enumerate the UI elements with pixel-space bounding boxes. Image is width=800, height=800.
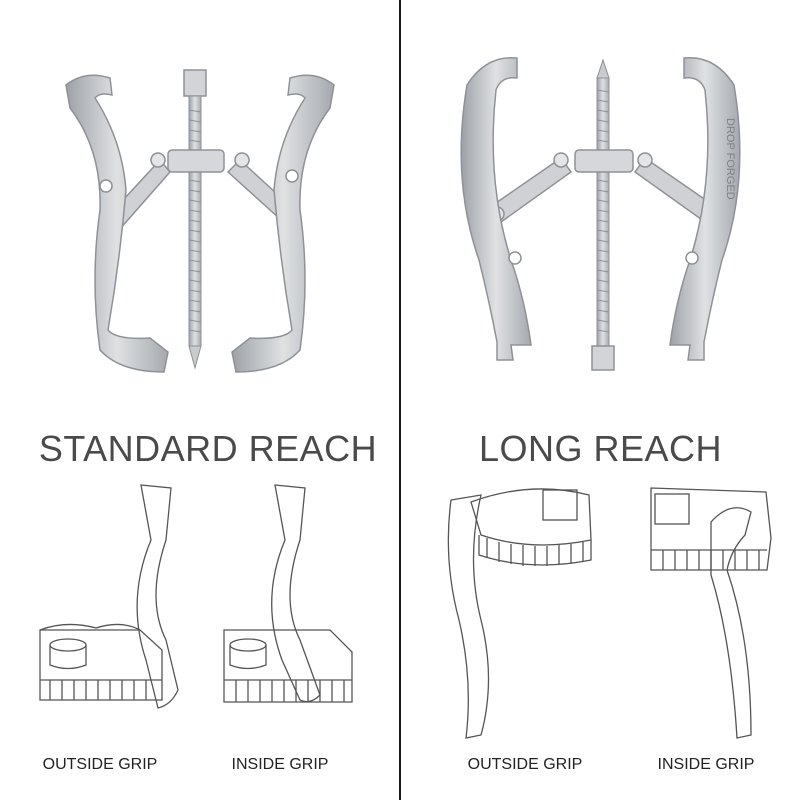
inside-grip-caption-left: INSIDE GRIP [231, 756, 329, 773]
long-reach-heading: LONG REACH [478, 428, 723, 469]
outside-grip-caption-right: OUTSIDE GRIP [467, 756, 583, 773]
outside-grip-diagram-icon [36, 480, 196, 730]
gear-puller-long-reach-icon: DROP FORGED [401, 0, 800, 400]
outside-grip-diagram-icon [441, 480, 601, 750]
standard-reach-panel: STANDARD REACH OUTSIDE GRIP [0, 0, 400, 773]
inside-grip-diagram-icon [641, 480, 791, 750]
standard-reach-heading: STANDARD REACH [38, 428, 378, 469]
panel-divider [399, 0, 401, 800]
outside-grip-caption-left: OUTSIDE GRIP [42, 756, 158, 773]
long-reach-panel: DROP FORGED LONG REACH OUTSIDE GRIP [401, 0, 800, 800]
inside-grip-caption-right: INSIDE GRIP [657, 756, 755, 773]
gear-puller-standard-reach-icon [0, 0, 400, 400]
inside-grip-diagram-icon [220, 480, 380, 730]
jaw-stamp-text: DROP FORGED [724, 118, 736, 200]
